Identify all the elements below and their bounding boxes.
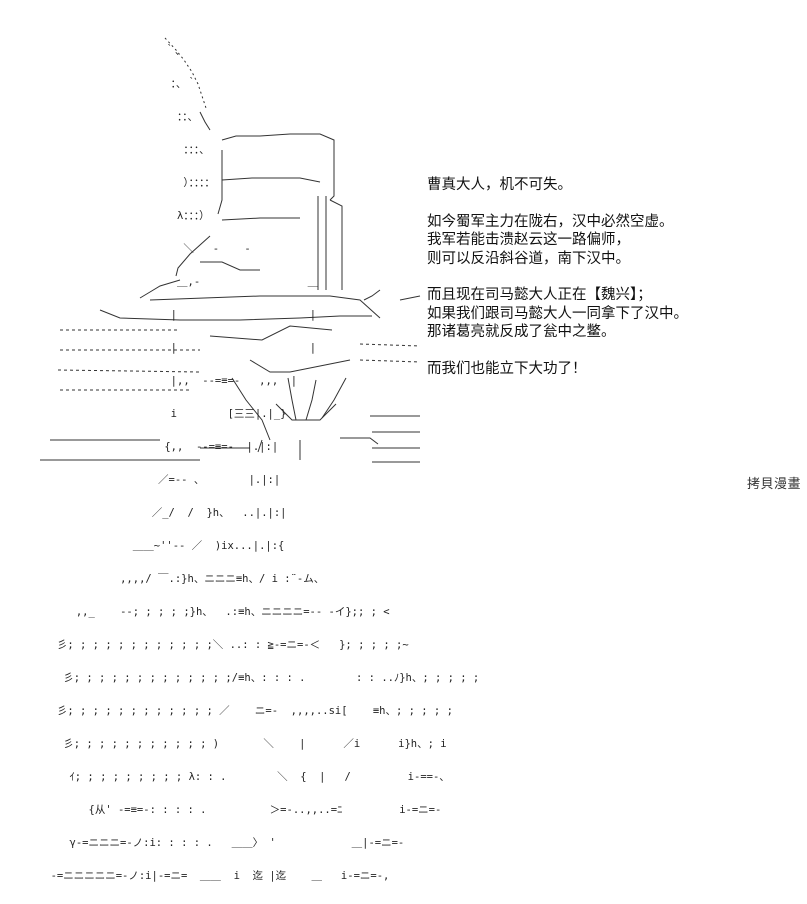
ascii-row: ＿,‐ ＿	[0, 276, 319, 288]
dialogue-spacer	[427, 268, 797, 286]
dialogue-line: 曹真大人，机不可失。	[427, 177, 572, 193]
ascii-row: ｲ; ; ; ; ; ; ; ; ; λ: : . ＼ { | / i-==-、	[0, 771, 450, 783]
dialogue-line: 如果我们跟司马懿大人一同拿下了汉中。	[427, 305, 688, 322]
ascii-row: ／_/ / }h、 ..|.|:|	[0, 507, 287, 519]
dialogue-line: 而我们也能立下大功了！	[427, 360, 587, 377]
ascii-row: ,,_ --; ; ; ; ;}h、 .:≡h、ニニニニ=-- -イ};; ; …	[0, 606, 390, 618]
ascii-row: 彡; ; ; ; ; ; ; ; ; ; ; ) ＼ | ／i i}h、; i	[0, 738, 447, 750]
ascii-row: ）：：：：	[0, 177, 215, 189]
ascii-row: ：：、	[0, 111, 199, 123]
ascii-row: 彡; ; ; ; ; ; ; ; ; ; ; ; ;/≡h、: : : . : …	[0, 672, 480, 684]
dialogue-line: 而且现在司马懿大人正在【魏兴】；	[427, 287, 652, 303]
ascii-art-text: ｀、 ：、｀ ：：、 ：：：、 ）：：：： λ：：：）	[0, 24, 480, 904]
ascii-row: | |	[0, 309, 317, 321]
armored-general-drawing	[40, 37, 421, 463]
ascii-row: |,, ‐-=≡=- ,,, |	[0, 375, 298, 387]
ascii-row: ｀、	[0, 45, 186, 57]
dialogue-line: 我军若能击溃赵云这一路偏师，	[427, 232, 630, 248]
ascii-art-figure: ｀、 ：、｀ ：：、 ：：：、 ）：：：： λ：：：）	[0, 0, 479, 882]
ascii-row: | |	[0, 342, 317, 354]
ascii-row: 彡; ; ; ; ; ; ; ; ; ; ; ;＼ ..: : ≧-=ニ=-＜ …	[0, 639, 409, 651]
ascii-row: 彡; ; ; ; ; ; ; ; ; ; ; ; ／ ニ=- ,,,,..si[…	[0, 705, 453, 717]
dialogue-line: 那诸葛亮就反成了瓮中之鳖。	[427, 324, 616, 340]
ascii-row: {从' -=≡=-: : : : . ＞=-..,,..=ﾆ i-=ニ=-	[0, 804, 442, 816]
ascii-row: i [三三|.|_}	[0, 408, 287, 420]
dialogue-spacer	[427, 342, 797, 360]
ascii-row: -=ニニニニニ=-ノ:i|-=ニ= ＿＿ i 迄 |迄 ＿ i-=ニ=-,	[0, 870, 390, 882]
ascii-row: {,, ‐-=≡=- |.|:|	[0, 441, 279, 453]
ascii-row: λ：：：）	[0, 210, 210, 222]
ascii-row: ＼ ‐ ‐	[0, 243, 251, 255]
ascii-row: ：、｀	[0, 78, 197, 90]
ascii-row: γ-=ニニニ=-ノ:i: : : : . ＿＿〉 ' ＿|-=ニ=-	[0, 837, 405, 849]
dialogue-line: 如今蜀军主力在陇右，汉中必然空虚。	[427, 213, 674, 230]
dialogue-spacer	[427, 195, 797, 213]
watermark: 拷貝漫畫	[746, 477, 801, 492]
dialogue-text: 曹真大人，机不可失。 如今蜀军主力在陇右，汉中必然空虚。 我军若能击溃赵云这一路…	[427, 176, 797, 378]
ascii-row: ,,,,/ ￣.:}h、ニニニ≡h、/ i :¨-ム、	[0, 573, 325, 585]
ascii-row: ＿＿~''-- ／ )ix...|.|:{	[0, 540, 285, 552]
ascii-row: ：：：、	[0, 144, 210, 156]
dialogue-line: 则可以反沿斜谷道，南下汉中。	[427, 250, 630, 267]
manga-panel: ｀、 ：、｀ ：：、 ：：：、 ）：：：： λ：：：）	[0, 0, 801, 882]
ascii-row: ／=-- 、 |.|:|	[0, 474, 281, 486]
